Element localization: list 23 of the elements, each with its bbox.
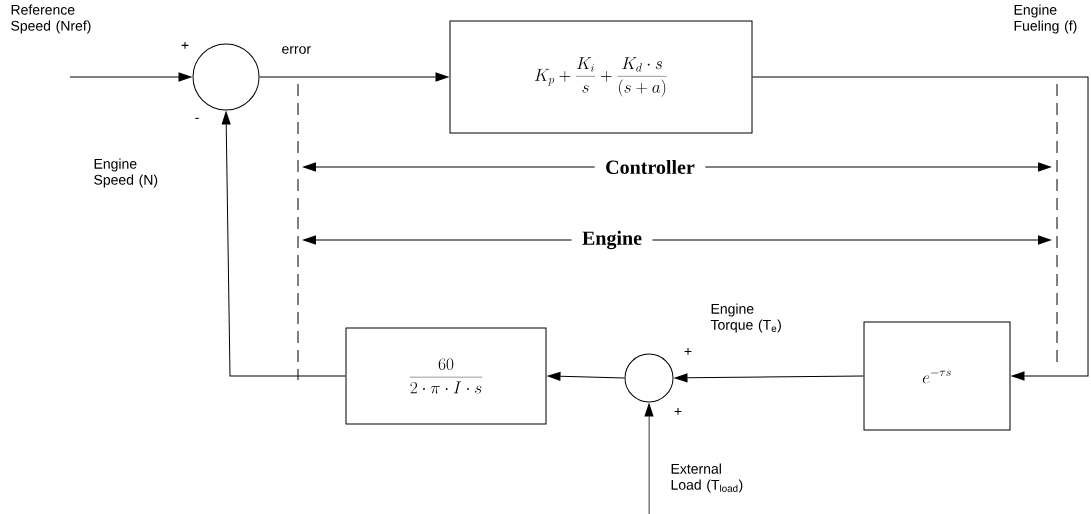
sign-label: + xyxy=(684,347,692,355)
arrow xyxy=(259,72,449,82)
sign-label: + xyxy=(674,407,682,415)
edge-label: Reference Speed (Nref) xyxy=(11,4,91,34)
edge-label: External Load (T$_{load}$) xyxy=(671,463,743,493)
arrow xyxy=(69,72,192,82)
summing-junction xyxy=(624,353,674,403)
arrow xyxy=(644,403,654,514)
arrow xyxy=(752,76,1089,381)
edge-label: Engine Torque (T$_{e}$) xyxy=(710,303,781,333)
transfer-function-box: $K_p + \frac{K_i}{s} + \frac{K_d \cdot s}{(s + a)}$ xyxy=(449,20,753,134)
edge-label: Engine Speed (N) xyxy=(94,158,158,188)
dimension-line: Engine xyxy=(303,230,1051,250)
edge-label: Engine Fueling (f) xyxy=(1014,4,1077,34)
arrow xyxy=(221,111,346,377)
arrow xyxy=(674,373,864,383)
arrow xyxy=(547,371,625,381)
edge-label: error xyxy=(282,46,311,54)
transfer-function-box: $\frac{60}{2 \cdot \pi \cdot I \cdot s}$ xyxy=(345,327,547,425)
dimension-line: Controller xyxy=(303,159,1051,174)
sign-label: + xyxy=(181,41,189,49)
summing-junction xyxy=(192,43,260,111)
transfer-function-box: $e^{-\tau s}$ xyxy=(863,321,1011,431)
